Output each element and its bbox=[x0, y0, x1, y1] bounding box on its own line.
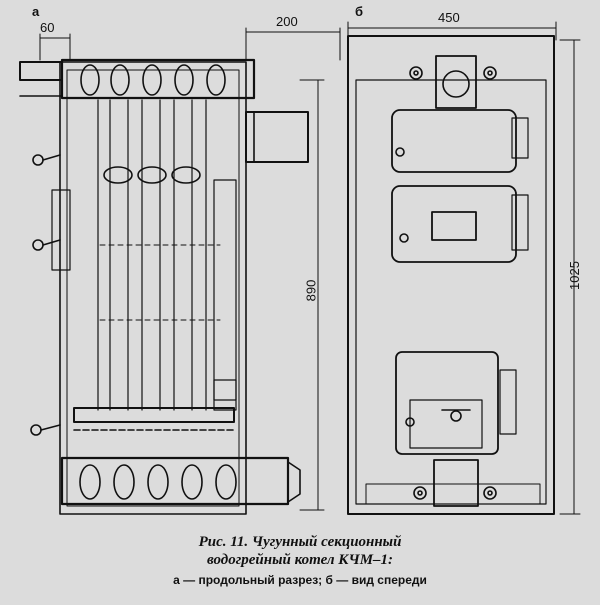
dimension-200: 200 bbox=[276, 14, 298, 29]
top-connector bbox=[435, 55, 477, 109]
caption-title-line1: Рис. 11. Чугунный секционный bbox=[198, 534, 402, 550]
bolt-top-right bbox=[483, 66, 497, 80]
middle-ovals bbox=[103, 166, 201, 184]
section-tubes bbox=[97, 99, 207, 411]
dimension-60: 60 bbox=[40, 20, 55, 35]
inlet-pipe bbox=[19, 61, 63, 81]
casing-outline bbox=[59, 61, 247, 515]
front-view bbox=[347, 35, 555, 515]
flow-arrows bbox=[99, 244, 221, 321]
bolt-top-left bbox=[409, 66, 423, 80]
middle-door bbox=[391, 185, 517, 263]
front-casing bbox=[347, 35, 555, 515]
panel-label-b: б bbox=[355, 4, 364, 19]
dimension-890: 890 bbox=[303, 279, 319, 302]
side-handles bbox=[30, 154, 61, 436]
lower-door bbox=[395, 351, 499, 455]
figure-caption: Рис. 11. Чугунный секционный водогрейный… bbox=[0, 533, 600, 589]
caption-title-line2: водогрейный котел КЧМ–1: bbox=[206, 552, 394, 568]
dimension-450: 450 bbox=[438, 10, 460, 25]
section-view bbox=[19, 58, 309, 515]
bottom-header-sections bbox=[79, 464, 237, 500]
top-header-sections bbox=[80, 64, 226, 96]
panel-label-a: а bbox=[32, 4, 40, 19]
bottom-header bbox=[60, 456, 290, 506]
bolt-bottom-left bbox=[413, 486, 427, 500]
grate bbox=[73, 407, 235, 423]
bottom-outlet bbox=[287, 461, 301, 503]
bottom-connector bbox=[433, 459, 479, 507]
caption-subtitle: а — продольный разрез; б — вид спереди bbox=[173, 573, 427, 587]
dimension-lines-b bbox=[347, 21, 581, 515]
upper-door bbox=[391, 109, 517, 173]
peephole bbox=[431, 211, 477, 241]
flue-outlet bbox=[245, 111, 309, 163]
dimension-1025: 1025 bbox=[566, 261, 582, 290]
bolt-bottom-right bbox=[483, 486, 497, 500]
dimension-lines-a bbox=[39, 27, 341, 511]
